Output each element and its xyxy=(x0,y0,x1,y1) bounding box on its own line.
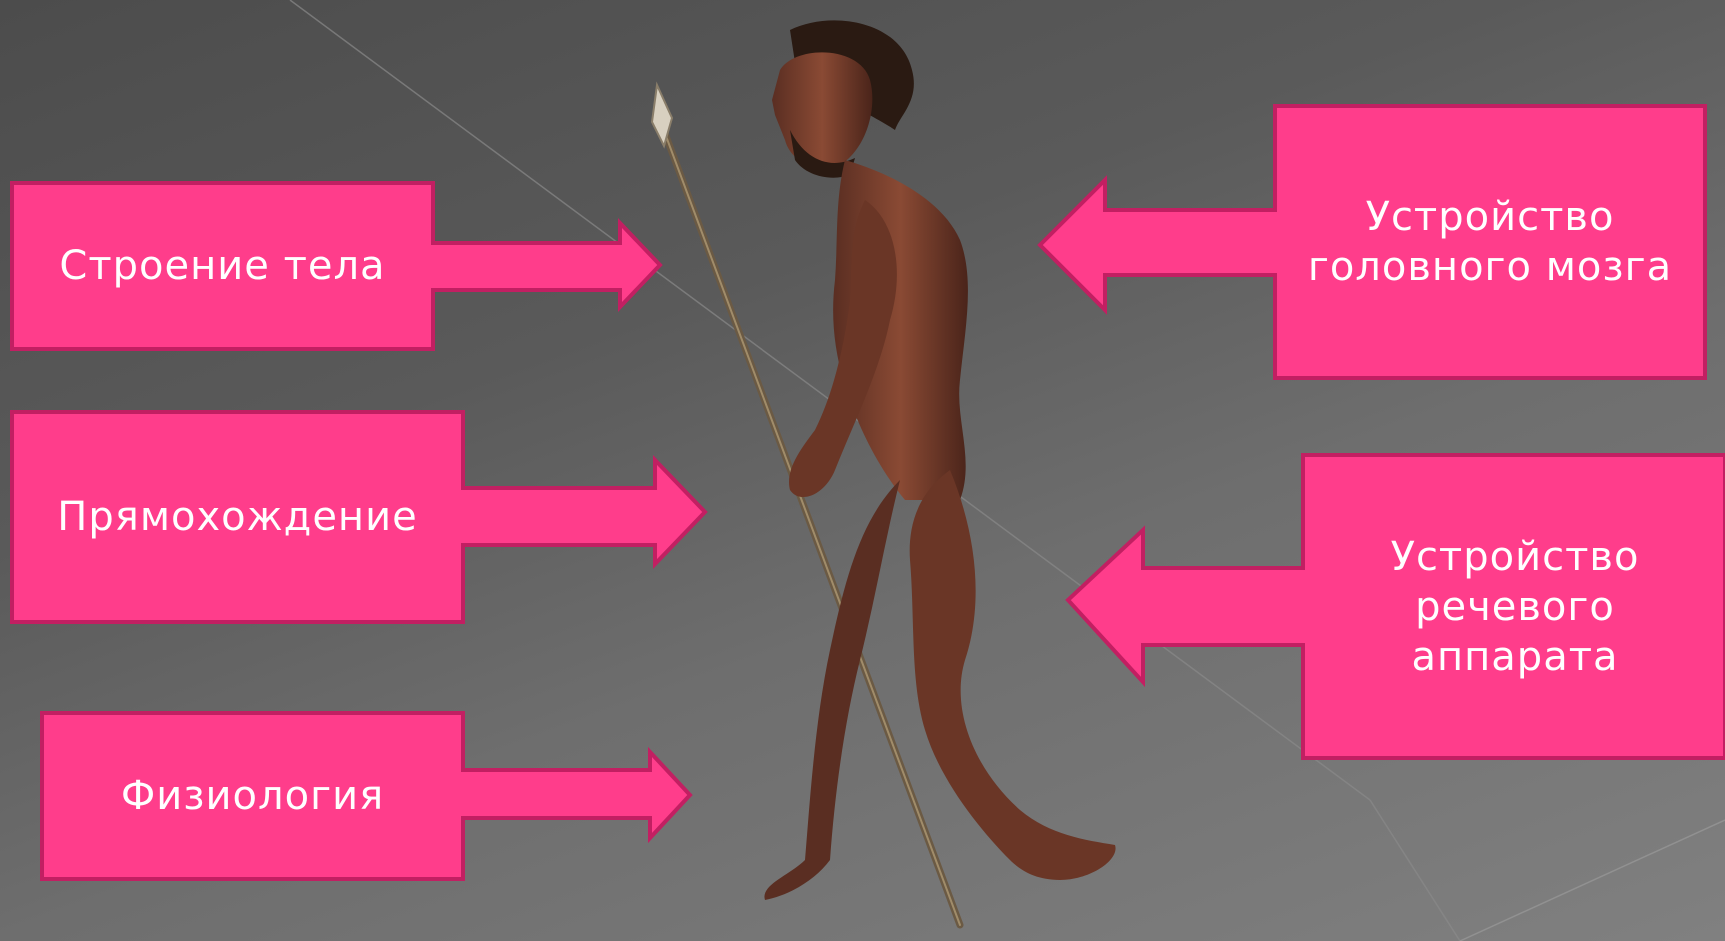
figure-head xyxy=(772,20,914,177)
figure-front-leg xyxy=(910,470,1116,880)
figure-back-leg xyxy=(764,480,900,900)
